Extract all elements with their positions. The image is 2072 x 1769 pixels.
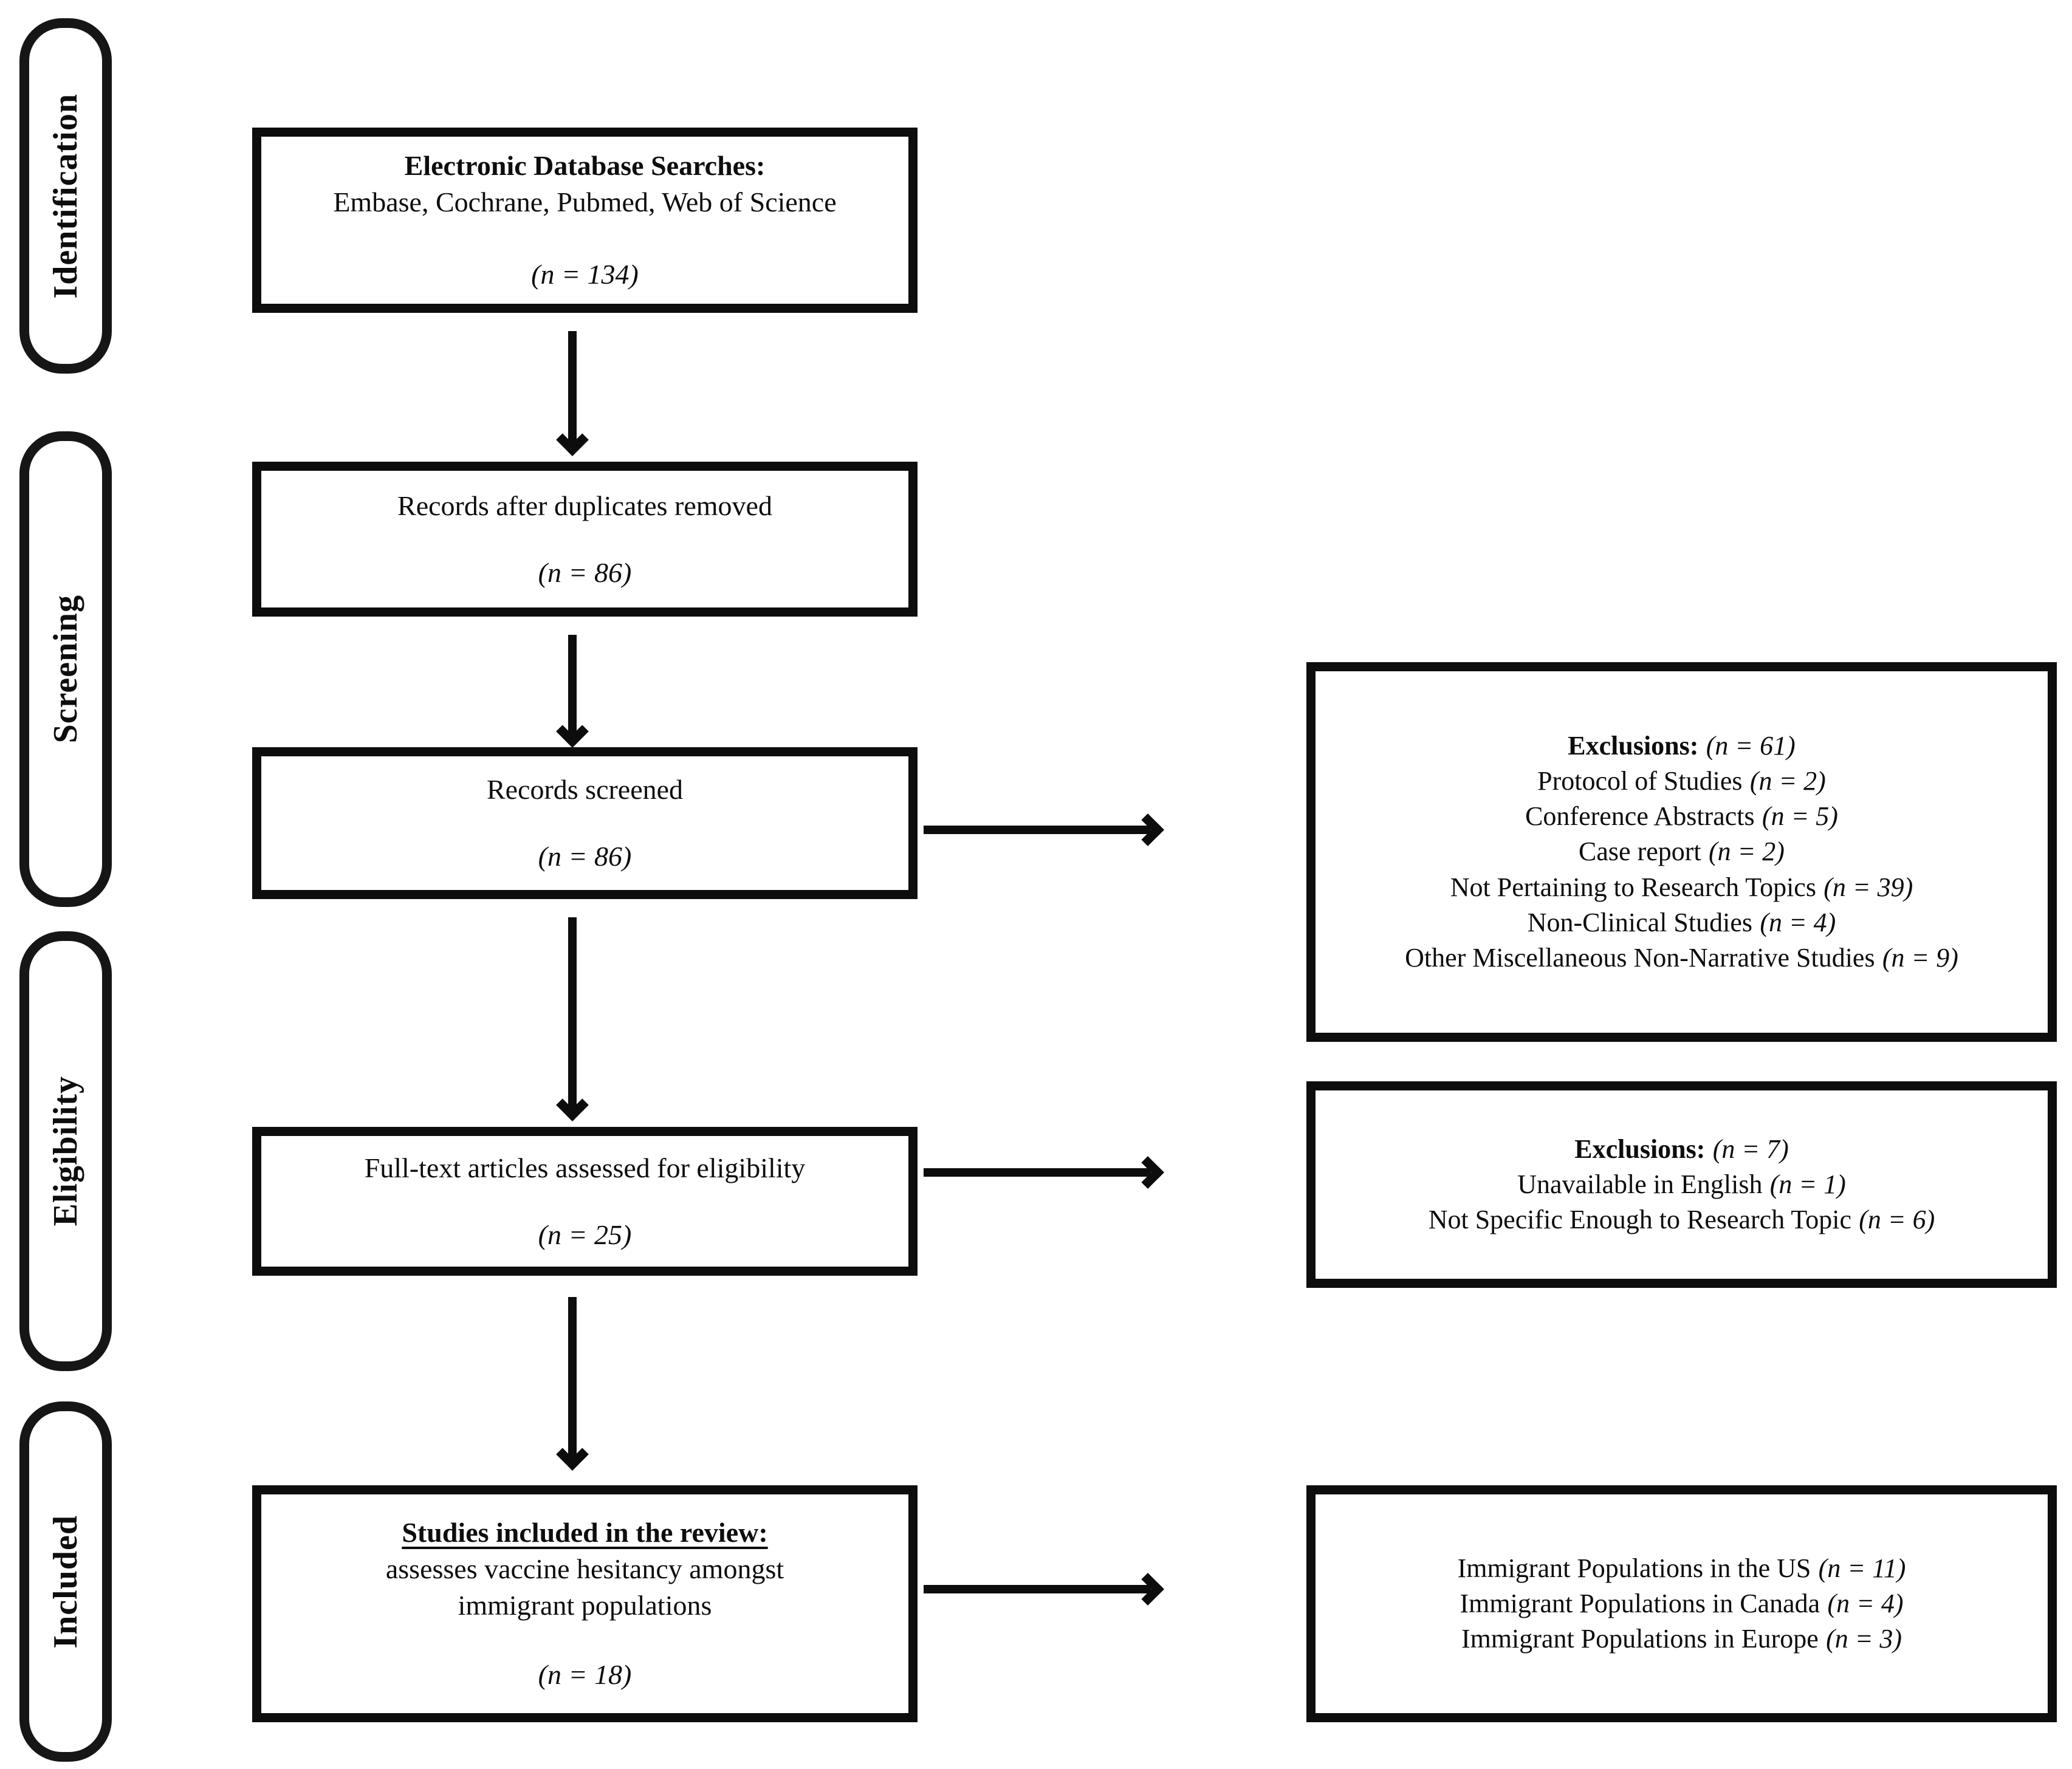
population-item: Immigrant Populations in the US(n = 11) bbox=[1457, 1553, 1906, 1583]
arrow-shaft bbox=[924, 826, 1151, 834]
arrow-shaft bbox=[568, 1297, 577, 1459]
arrow-right-screened-to-exclusions bbox=[924, 810, 1164, 849]
exclusion-item: Not Pertaining to Research Topics(n = 39… bbox=[1450, 872, 1913, 902]
arrow-shaft bbox=[568, 635, 577, 736]
box-title: Records after duplicates removed bbox=[397, 490, 772, 521]
exclusion-item: Case report(n = 2) bbox=[1579, 837, 1785, 867]
flow-box-studies-included: Studies included in the review: assesses… bbox=[252, 1485, 918, 1722]
box-subtitle: Embase, Cochrane, Pubmed, Web of Science bbox=[333, 186, 837, 217]
stage-pill-included: Included bbox=[19, 1401, 112, 1762]
box-count: (n = 86) bbox=[538, 556, 632, 588]
side-box-eligibility-exclusions: Exclusions:(n = 7) Unavailable in Englis… bbox=[1306, 1081, 2057, 1288]
stage-pill-label: Identification bbox=[47, 93, 84, 299]
arrow-head-right-icon bbox=[1131, 1573, 1164, 1606]
side-box-included-populations: Immigrant Populations in the US(n = 11) … bbox=[1306, 1485, 2057, 1722]
arrow-shaft bbox=[568, 331, 577, 444]
arrow-head-down-icon bbox=[556, 1089, 589, 1121]
arrow-shaft bbox=[568, 917, 577, 1109]
arrow-shaft bbox=[924, 1585, 1151, 1593]
exclusion-item: Conference Abstracts(n = 5) bbox=[1525, 801, 1838, 832]
box-count: (n = 18) bbox=[538, 1659, 632, 1691]
arrow-head-right-icon bbox=[1131, 813, 1164, 846]
population-item: Immigrant Populations in Europe(n = 3) bbox=[1461, 1624, 1902, 1654]
exclusion-item: Unavailable in English(n = 1) bbox=[1517, 1169, 1846, 1199]
exclusion-item: Protocol of Studies(n = 2) bbox=[1537, 766, 1826, 796]
stage-pill-label: Screening bbox=[47, 595, 84, 744]
stage-pill-label: Eligibility bbox=[47, 1076, 84, 1227]
box-count: (n = 25) bbox=[538, 1219, 632, 1250]
population-item: Immigrant Populations in Canada(n = 4) bbox=[1460, 1588, 1904, 1618]
arrow-head-down-icon bbox=[556, 1438, 589, 1471]
arrow-shaft bbox=[924, 1168, 1151, 1177]
box-subtitle: assesses vaccine hesitancy amongst bbox=[385, 1553, 784, 1584]
exclusion-item: Not Specific Enough to Research Topic(n … bbox=[1428, 1205, 1935, 1235]
flow-box-database-searches: Electronic Database Searches: Embase, Co… bbox=[252, 128, 918, 313]
side-box-heading: Exclusions:(n = 61) bbox=[1568, 731, 1796, 761]
exclusion-item: Other Miscellaneous Non-Narrative Studie… bbox=[1405, 942, 1958, 973]
box-count: (n = 134) bbox=[531, 259, 639, 290]
arrow-down-identification-to-duplicates bbox=[554, 331, 591, 456]
box-title: Electronic Database Searches: bbox=[404, 149, 766, 181]
stage-pill-identification: Identification bbox=[19, 18, 112, 374]
arrow-head-right-icon bbox=[1131, 1156, 1164, 1189]
arrow-down-screened-to-fulltext bbox=[554, 917, 591, 1121]
flow-box-fulltext-assessed: Full-text articles assessed for eligibil… bbox=[252, 1127, 918, 1276]
box-title: Studies included in the review: bbox=[402, 1516, 768, 1548]
side-box-screening-exclusions: Exclusions:(n = 61) Protocol of Studies(… bbox=[1306, 662, 2057, 1042]
stage-pill-eligibility: Eligibility bbox=[19, 931, 112, 1371]
box-subtitle: immigrant populations bbox=[458, 1589, 712, 1621]
stage-pill-label: Included bbox=[47, 1514, 84, 1649]
arrow-head-down-icon bbox=[556, 715, 589, 748]
exclusion-item: Non-Clinical Studies(n = 4) bbox=[1527, 907, 1836, 937]
flow-box-duplicates-removed: Records after duplicates removed (n = 86… bbox=[252, 462, 918, 617]
box-title: Full-text articles assessed for eligibil… bbox=[364, 1152, 806, 1183]
box-title: Records screened bbox=[486, 774, 684, 806]
stage-pill-screening: Screening bbox=[19, 431, 112, 907]
side-box-heading: Exclusions:(n = 7) bbox=[1574, 1134, 1789, 1164]
arrow-down-fulltext-to-included bbox=[554, 1297, 591, 1471]
arrow-right-fulltext-to-exclusions bbox=[924, 1153, 1164, 1192]
arrow-down-duplicates-to-screened bbox=[554, 635, 591, 748]
flow-box-records-screened: Records screened (n = 86) bbox=[252, 747, 918, 899]
arrow-right-included-to-populations bbox=[924, 1570, 1164, 1609]
box-count: (n = 86) bbox=[538, 841, 632, 872]
arrow-head-down-icon bbox=[556, 423, 589, 456]
